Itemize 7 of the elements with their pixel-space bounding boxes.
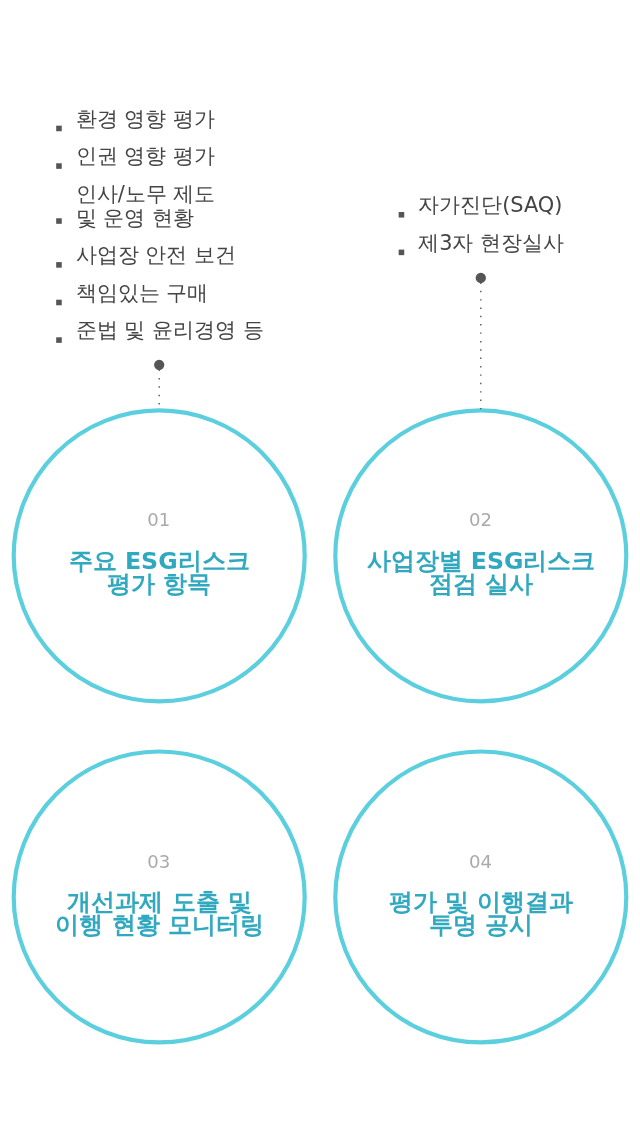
node-circle: 04 평가 및 이행결과 투명 공시 xyxy=(333,748,629,1044)
connector xyxy=(475,272,486,411)
node-circle: 03 개선과제 도출 및 이행 현황 모니터링 xyxy=(11,748,307,1044)
node-circle: 02 사업장별 ESG리스크 점검 실사 xyxy=(333,407,629,703)
node-text: 환경 영향 평가 인권 영향 평가 인사/노무 제도 및 운영 현황 사업장 안전 보건 책임있는 구매 준법 및 윤리경영 등 xyxy=(75,106,264,342)
node-text: 자가진단(SAQ) 제3자 현장실사 xyxy=(418,192,565,255)
node-circle: 01 주요 ESG리스크 평가 항목 xyxy=(11,407,307,703)
